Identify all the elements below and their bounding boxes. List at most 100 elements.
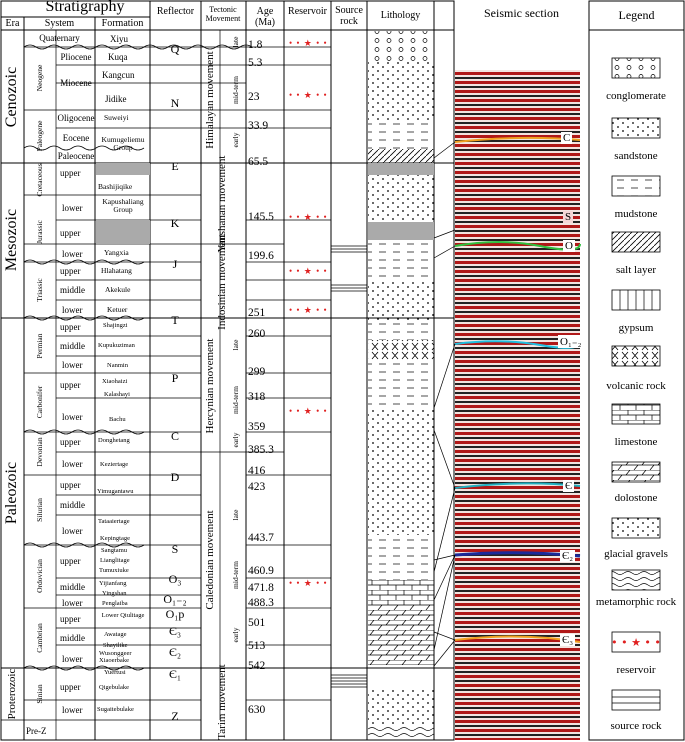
epoch-paleocene: Paleocene [57,151,95,161]
sub-jur-upper: upper [60,228,81,238]
age-14: 416 [248,465,266,477]
reflector-j: J [172,257,178,271]
sub-ord-upper: upper [60,556,81,566]
legend-volcanic: volcanic rock [606,380,666,392]
fm-bachu: Bachu [109,416,126,423]
fm-kangcun: Kangcun [102,70,135,80]
himalayan-late: late [231,36,240,48]
reflector-o3: O₃ [168,572,182,586]
sub-jur-lower: lower [62,249,83,259]
fm-kuqa: Kuqa [108,52,128,62]
age-17: 460.9 [248,565,274,577]
reservoir-mark: • • ★ • • [289,305,328,315]
legend-dolostone: dolostone [614,492,658,504]
system-neogene: Neogene [35,64,44,92]
seismic-label-o: O [563,240,575,252]
svg-text:• • ★ • •: • • ★ • • [611,636,661,649]
sub-carb-upper: upper [60,380,81,390]
age-23: 630 [248,704,266,716]
himalayan-early: early [231,132,240,148]
reflector-o1p: O₁p [165,607,185,621]
fm-sugaitebulake: Sugaitebulake [97,706,134,713]
epoch-oligocene: Oligocene [57,113,95,123]
era-mesozoic: Mesozoic [3,208,20,272]
fm-yimugantawu: Yimugantawu [97,488,134,495]
fm-hlahatang: Hlahatang [101,266,132,275]
fm-tumuxiuke: Tumuxiuke [99,567,129,574]
system-permian: Permian [35,333,44,359]
system-quaternary: Quaternary [39,33,80,43]
movement-tarim: Tarim movement [216,664,228,740]
system-carbonifer: Carbonifer [35,385,44,419]
sub-tri-middle: middle [60,285,85,295]
fm-ketuer: Ketuer [107,305,128,314]
epoch-miocene: Miocene [60,78,92,88]
reflector-t: T [171,313,179,327]
reservoir-mark: • • ★ • • [289,38,328,48]
legend-reservoir: reservoir [616,664,656,676]
epoch-eocene: Eocene [62,133,90,143]
caledonian-midterm: mid-term [231,561,240,589]
age-5: 65.5 [248,156,269,168]
fm-lianglitage: Lianglitage [100,557,130,564]
reservoir-header: Reservoir [288,6,327,17]
fm-nanmin: Nanmin [107,362,128,369]
legend-sandstone: sandstone [614,150,658,162]
reflector-s: S [171,542,179,556]
hercynian-early: early [231,432,240,448]
fm-tataaiertage: Tataaiertage [98,518,130,525]
sub-ord-middle: middle [60,582,85,592]
fm-shajingzi: Shajingzi [103,322,128,329]
age-6: 145.5 [248,211,274,223]
fm-yijianfang: Yijianfang [99,580,127,587]
legend-source: source rock [610,720,662,732]
reflector-q: Q [170,42,180,56]
age-12: 359 [248,421,266,433]
hercynian-midterm: mid-term [231,386,240,414]
fm-kalashayi: Kalashayi [104,391,130,398]
system-header: System [44,18,75,29]
seismic-image [455,70,580,740]
age-21: 513 [248,640,266,652]
fm-xiaoerbake: Xiaoerbake [99,657,129,664]
sub-perm-middle: middle [60,341,85,351]
fm-wusonggeer: Wusonggeer [99,650,132,657]
reflector-z: Z [171,709,179,723]
himalayan-midterm: mid-term [231,76,240,104]
age-11: 318 [248,391,266,403]
sub-tri-upper: upper [60,266,81,276]
sub-sil-upper: upper [60,480,81,490]
seismic-label-e: Є [563,480,575,492]
tectonic-header: Tectonic Movement [205,5,241,23]
fm-kapushaliang: Kapushaliang Group [102,197,144,214]
reservoir-mark: • • ★ • • [289,266,328,276]
age-13: 385.3 [248,444,274,456]
reflector-e3: Є₃ [168,624,182,638]
fm-awatage: Awatage [104,631,127,638]
age-10: 299 [248,366,266,378]
fm-yuertusi: Yuertusi [104,669,126,676]
seismic-label-e2: Є₂ [560,550,576,562]
formation-header: Formation [101,18,144,29]
age-18: 471.8 [248,582,274,594]
age-1: 1.8 [248,39,263,51]
lithology-header: Lithology [380,10,421,21]
hercynian-late: late [231,339,240,351]
era-paleozoic: Paleozoic [3,461,20,525]
age-20: 501 [248,617,266,629]
age-9: 260 [248,328,266,340]
seismic-label-e3: Є₃ [560,634,576,646]
sub-camb-upper: upper [60,614,81,624]
age-3: 23 [248,91,260,103]
fm-yangxia: Yangxia [104,248,129,257]
movement-himalayan: Himalayan movement [204,51,216,149]
system-silurian: Silurian [35,498,44,522]
system-cambrian: Cambrian [35,623,44,653]
fm-penglaiba: Penglaiba [102,600,128,607]
sub-ord-lower: lower [62,598,83,608]
legend-salt: salt layer [615,264,656,276]
fm-shayilike: Shayilike [103,642,128,649]
reflector-e1: Є₁ [168,667,182,681]
age-7: 199.6 [248,250,274,262]
